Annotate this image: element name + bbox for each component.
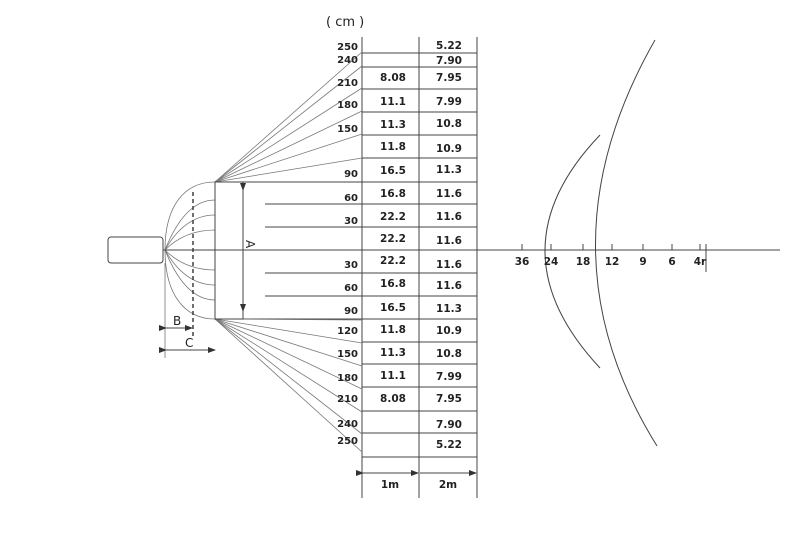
distance-axis-ticks: 36 24 18 12 9 6 4r — [515, 244, 707, 268]
axis-tick-label: 24 — [544, 256, 559, 268]
range-1m-cell: 8.08 — [380, 393, 406, 405]
range-1m-cell: 16.5 — [380, 302, 406, 314]
axis-tick-label: 6 — [668, 256, 675, 268]
axis-tick-label: 9 — [639, 256, 646, 268]
angle-label: 250 — [337, 436, 358, 447]
sensor-device — [107, 236, 164, 264]
range-2m-cell: 11.6 — [436, 259, 462, 271]
angle-label: 240 — [337, 55, 358, 66]
range-2m-cell: 11.3 — [436, 303, 462, 315]
range-2m-cell: 7.99 — [436, 96, 462, 108]
angle-label: 250 — [337, 42, 358, 53]
range-2m-cell: 11.6 — [436, 188, 462, 200]
range-1m-cell: 16.5 — [380, 165, 406, 177]
angle-label: 150 — [337, 349, 358, 360]
range-1m-cell: 11.1 — [380, 96, 406, 108]
footer-label-2m: 2m — [439, 479, 457, 491]
angle-label: 60 — [344, 193, 358, 204]
range-2m-cell: 11.3 — [436, 164, 462, 176]
range-2m-cell: 5.22 — [436, 40, 462, 52]
range-1m-cell: 11.1 — [380, 370, 406, 382]
range-2m-cell: 7.90 — [436, 55, 462, 67]
beam-fan-lines — [214, 51, 363, 453]
range-2m-cell: 10.9 — [436, 143, 462, 155]
footer-label-1m: 1m — [381, 479, 399, 491]
angle-label: 210 — [337, 394, 358, 405]
dimension-a-label: A — [243, 240, 257, 249]
range-1m-cell: 16.8 — [380, 188, 406, 200]
angle-label: 180 — [337, 373, 358, 384]
range-2m-cell: 5.22 — [436, 439, 462, 451]
angle-label: 240 — [337, 419, 358, 430]
angle-label: 30 — [344, 216, 358, 227]
angle-label: 30 — [344, 260, 358, 271]
angle-label: 60 — [344, 283, 358, 294]
dimension-b-label: B — [173, 314, 181, 328]
range-2m-cell: 7.95 — [436, 393, 462, 405]
range-1m-cell: 11.3 — [380, 347, 406, 359]
axis-tick-label: 36 — [515, 256, 530, 268]
angle-label: 120 — [337, 326, 358, 337]
angle-label: 180 — [337, 100, 358, 111]
range-2m-cell: 7.90 — [436, 419, 462, 431]
axis-tick-label: 4r — [694, 256, 707, 268]
range-1m-cell: 11.3 — [380, 119, 406, 131]
range-2m-cell: 10.8 — [436, 118, 462, 130]
range-1m-cell: 11.8 — [380, 324, 406, 336]
range-2m-cell: 11.6 — [436, 211, 462, 223]
range-1m-cell: 11.8 — [380, 141, 406, 153]
range-2m-cell: 11.6 — [436, 235, 462, 247]
range-2m-cell: 10.9 — [436, 325, 462, 337]
range-2m-cell: 7.99 — [436, 371, 462, 383]
inner-detection-arc — [544, 134, 601, 369]
dimension-c-label: C — [185, 336, 193, 350]
unit-label: ( cm ) — [326, 15, 364, 30]
range-2m-cell: 11.6 — [436, 280, 462, 292]
axis-tick-label: 18 — [576, 256, 591, 268]
angle-label: 90 — [344, 169, 358, 180]
range-2m-cell: 10.8 — [436, 348, 462, 360]
range-1m-cell: 22.2 — [380, 255, 406, 267]
beam-curves — [164, 181, 216, 320]
outer-detection-arc — [595, 39, 658, 447]
range-1m-cell: 22.2 — [380, 211, 406, 223]
angle-label: 90 — [344, 306, 358, 317]
range-1m-cell: 8.08 — [380, 72, 406, 84]
axis-tick-label: 12 — [605, 256, 620, 268]
table-grid — [361, 37, 478, 498]
range-1m-cell: 22.2 — [380, 233, 406, 245]
range-2m-cell: 7.95 — [436, 72, 462, 84]
range-1m-cell: 16.8 — [380, 278, 406, 290]
angle-label: 210 — [337, 78, 358, 89]
table-row-lines — [215, 52, 477, 458]
angle-label: 150 — [337, 124, 358, 135]
